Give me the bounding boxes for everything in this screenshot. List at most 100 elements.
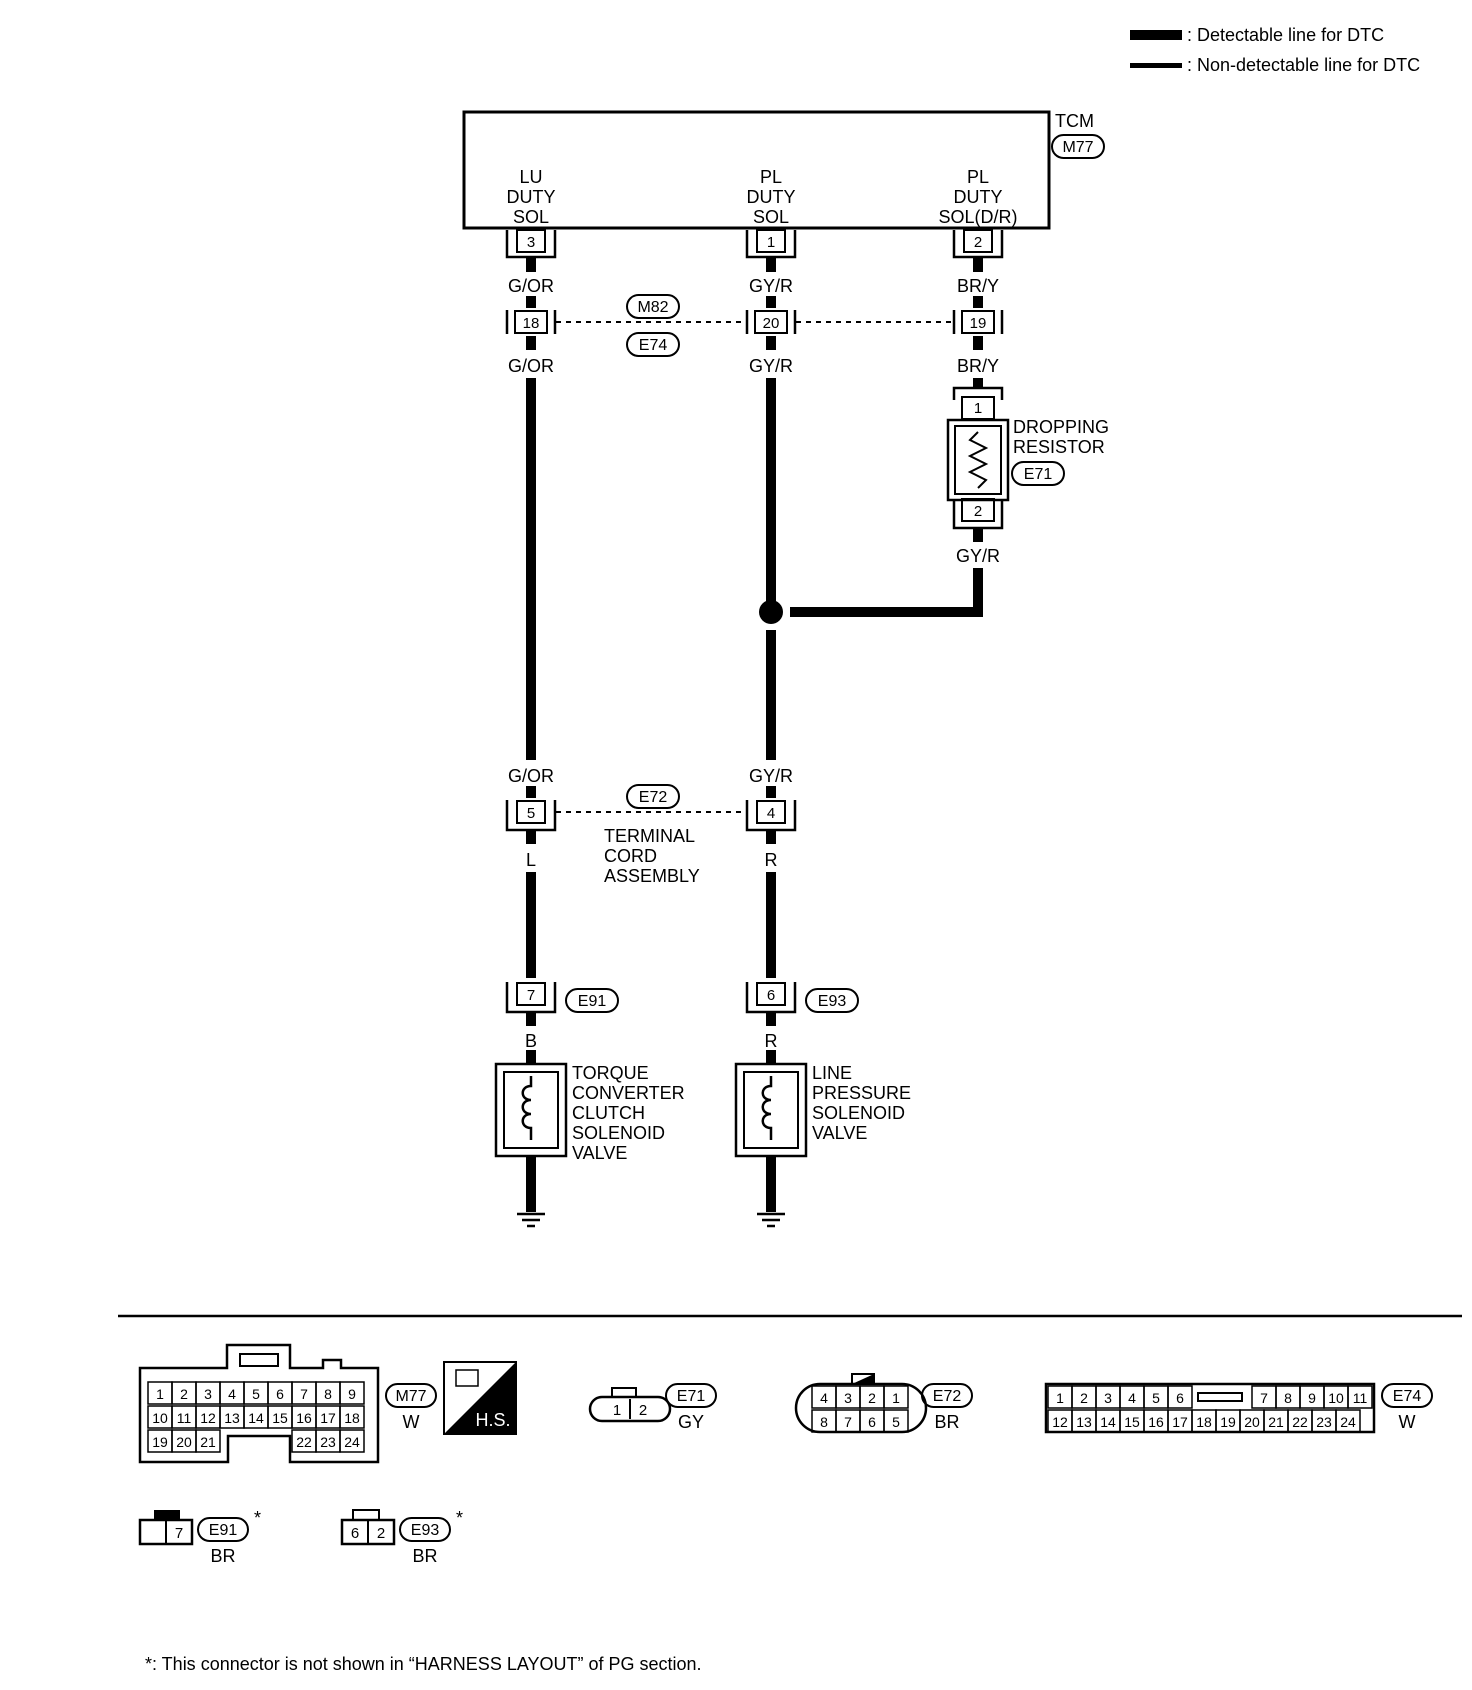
hs-connector-icon [455,1369,479,1387]
connector-pin-number: 13 [224,1410,240,1426]
e93-view-name: E93 [411,1522,440,1539]
dropping-resistor: 1 2 DROPPING RESISTOR E71 [946,378,1109,542]
junction-m82-e74: 18 20 19 M82 E74 [505,294,1004,357]
tcm-name: TCM [1055,111,1094,131]
resistor-name-line1: DROPPING [1013,417,1109,437]
junction-e72: 5 4 E72 TERMINAL CORD ASSEMBLY [505,784,797,886]
lp-name-line4: VALVE [812,1123,867,1143]
legend-non-detectable-label: : Non-detectable line for DTC [1187,55,1420,75]
tcc-name-line2: CONVERTER [572,1083,685,1103]
lower-wires [526,872,776,978]
connector-pin-number: 23 [1316,1414,1332,1430]
hs-badge-icon [444,1362,516,1434]
tcm-pin-pl: 1 [745,229,797,259]
connector-pin-number: 17 [1172,1414,1188,1430]
connector-pin-number: 2 [1080,1390,1088,1406]
connector-pin-number: 8 [1284,1390,1292,1406]
e91-view-mark: * [254,1508,261,1528]
hs-badge-label: H.S. [475,1410,510,1430]
resistor-name-line2: RESISTOR [1013,437,1105,457]
connector-cavity [883,1385,909,1409]
connector-cavity [883,1409,909,1433]
tcm-pin-pldr-number: 2 [974,234,982,251]
connector-pin-number: 20 [176,1434,192,1450]
e93-view-pin1: 6 [351,1525,359,1542]
connector-pin-number: 15 [272,1410,288,1426]
resistor-pin-top: 1 [974,400,982,417]
connector-pin-number: 16 [296,1410,312,1426]
connector-pin-number: 24 [1340,1414,1356,1430]
wire-label-go-low: G/OR [508,766,554,786]
e72-name-line1: TERMINAL [604,826,695,846]
e72-pin-lu: 5 [527,805,535,822]
connector-cavity [1335,1409,1361,1433]
connector-pin-number: 14 [1100,1414,1116,1430]
e93-view-color: BR [412,1546,437,1566]
connector-pin-number: 12 [200,1410,216,1426]
connector-pin-number: 3 [1104,1390,1112,1406]
connector-pin-number: 4 [820,1390,828,1406]
wire-label-bry-mid: BR/Y [957,356,999,376]
tcm-outline [462,110,1051,230]
e74-lock-tab [1197,1392,1243,1402]
tcm-connector-label: M77 [1062,139,1093,156]
tcm-pin-pl-number: 1 [767,234,775,251]
e72-label: E72 [639,789,668,806]
connector-pin-number: 19 [1220,1414,1236,1430]
connector-pin-number: 2 [868,1390,876,1406]
e93-view-mark: * [456,1508,463,1528]
junction-m82-label: M82 [637,299,668,316]
tcc-connector-label: E91 [578,993,607,1010]
tcm-terminal-pl-line3: SOL [753,207,789,227]
tcm-terminal-pl-line2: DUTY [747,187,796,207]
connector-pin-number: 15 [1124,1414,1140,1430]
lp-name-line2: PRESSURE [812,1083,911,1103]
junction-pin-pl: 20 [763,315,780,332]
connector-pin-number: 6 [868,1414,876,1430]
connector-pin-number: 10 [1328,1390,1344,1406]
connector-pin-number: 7 [844,1414,852,1430]
connector-pin-number: 21 [200,1434,216,1450]
tcc-solenoid: TORQUE CONVERTER CLUTCH SOLENOID VALVE [494,1050,685,1228]
connector-pin-number: 5 [252,1386,260,1402]
e74-view-color: W [1399,1412,1416,1432]
connector-cavity [339,1381,365,1405]
lp-connector-label: E93 [818,993,847,1010]
connector-pin-number: 21 [1268,1414,1284,1430]
connector-pin-number: 6 [1176,1390,1184,1406]
e72-pin-pl: 4 [767,805,775,822]
connector-pin-number: 6 [276,1386,284,1402]
connector-pin-number: 1 [1056,1390,1064,1406]
e71-view-pin1: 1 [613,1402,621,1419]
connector-pin-number: 18 [344,1410,360,1426]
connector-pin-number: 16 [1148,1414,1164,1430]
junction-e74-label: E74 [639,337,668,354]
connector-pin-number: 11 [1353,1390,1368,1406]
connector-pin-number: 5 [892,1414,900,1430]
connector-pin-number: 7 [300,1386,308,1402]
connector-view-e71: 1 2 E71 GY [588,1383,717,1432]
tcc-name-line4: SOLENOID [572,1123,665,1143]
tcc-name-line1: TORQUE [572,1063,649,1083]
tcm-pin-lu: 3 [505,229,557,259]
connector-pin-number: 9 [1308,1390,1316,1406]
e71-view-color: GY [678,1412,704,1432]
lp-solenoid: LINE PRESSURE SOLENOID VALVE [734,1050,911,1228]
tcc-solenoid-connector: 7 E91 [505,982,619,1014]
footnote: *: This connector is not shown in “HARNE… [145,1654,702,1674]
connector-view-e91: 7 E91 * BR [138,1508,261,1566]
connector-pin-number: 23 [320,1434,336,1450]
tcm-terminal-lu-line2: DUTY [507,187,556,207]
splice-point [759,600,783,624]
tcm-box: TCM M77 LU DUTY SOL PL DUTY SOL PL DUTY … [462,110,1105,230]
resistor-connector-oval [1011,461,1065,486]
resistor-pin-bottom: 2 [974,503,982,520]
connector-pin-number: 17 [320,1410,336,1426]
connector-pin-number: 22 [296,1434,312,1450]
wire-label-go-mid: G/OR [508,356,554,376]
wire-label-gyr-mid: GY/R [749,356,793,376]
m77-view-name: M77 [395,1388,426,1405]
connector-pin-number: 14 [248,1410,264,1426]
tcm-pin-pldr: 2 [952,229,1004,259]
